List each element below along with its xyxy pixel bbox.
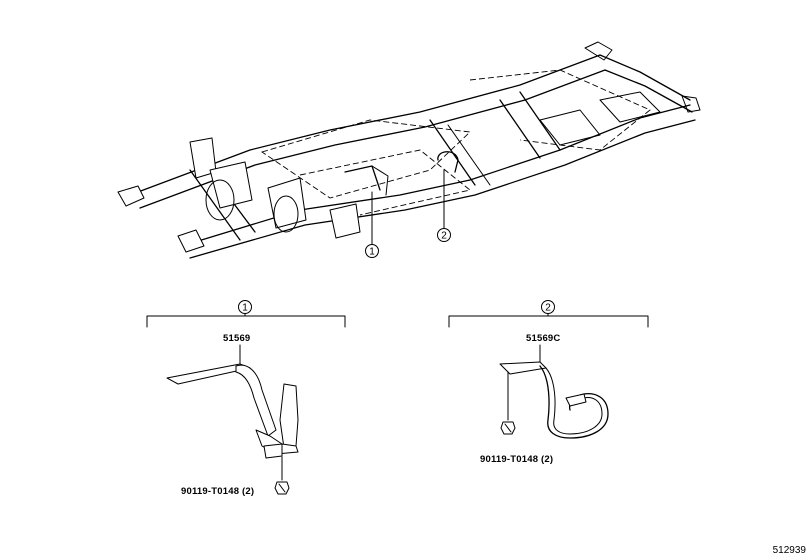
callout-2: 2 (437, 228, 451, 242)
group-2-number: 2 (545, 303, 551, 314)
group-1-number: 1 (242, 303, 248, 314)
group-1-part-number: 51569 (223, 333, 250, 344)
group-2-bolt: 90119-T0148 (2) (480, 454, 553, 465)
svg-text:1: 1 (369, 247, 375, 258)
callout-1: 1 (365, 244, 379, 258)
bracket-1-icon (166, 363, 299, 459)
bracket-2-icon (499, 361, 609, 439)
group-1: 1 51569 90119-T0148 (2) (146, 300, 346, 497)
svg-text:2: 2 (441, 231, 447, 242)
bolt-icon (274, 481, 290, 495)
group-2: 2 51569C 90119-T0148 (2) (448, 300, 649, 465)
frame-chassis-icon (117, 41, 701, 259)
group-1-bolt: 90119-T0148 (2) (181, 486, 254, 497)
illustration-id: 512939 (773, 545, 807, 556)
group-2-part-number: 51569C (526, 333, 560, 344)
bolt-icon (500, 421, 516, 435)
